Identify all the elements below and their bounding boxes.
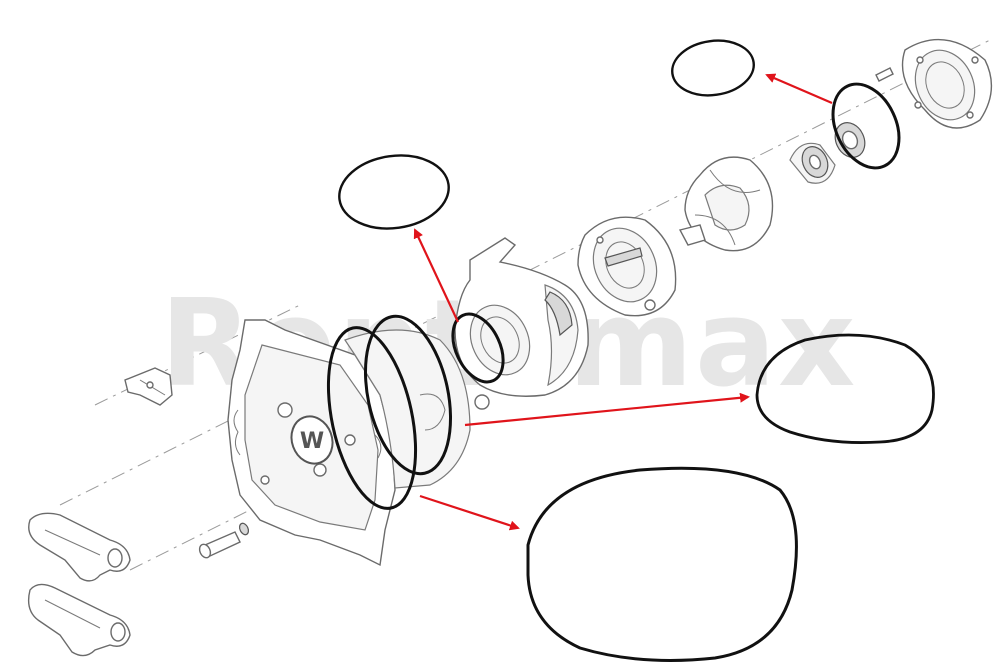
diffuser-plate	[577, 216, 677, 317]
svg-text:W: W	[300, 429, 324, 454]
callout-arrows	[413, 73, 833, 531]
seal-ring	[834, 122, 866, 158]
o-ring-small-top	[671, 39, 755, 97]
arrow-to-o-ring-large-right	[464, 392, 750, 427]
arrow-to-o-ring-small-top	[765, 73, 833, 105]
pump-housing: W	[227, 319, 471, 567]
w-logo-icon: W	[290, 415, 334, 465]
coupling-pin	[124, 367, 173, 406]
o-ring-largest-bottom	[526, 466, 798, 662]
assembly-o-rings	[326, 82, 901, 510]
handle-bracket	[27, 583, 131, 657]
mechanical-seal	[789, 142, 836, 184]
mounting-clip	[28, 512, 131, 582]
impeller	[678, 156, 774, 252]
o-ring-large-right	[755, 333, 935, 444]
o-ring-medium	[338, 154, 450, 230]
arrow-to-o-ring-largest-bottom	[419, 494, 520, 531]
arrow-to-o-ring-medium	[413, 228, 459, 323]
bolt	[198, 522, 250, 559]
end-flange	[875, 38, 993, 129]
